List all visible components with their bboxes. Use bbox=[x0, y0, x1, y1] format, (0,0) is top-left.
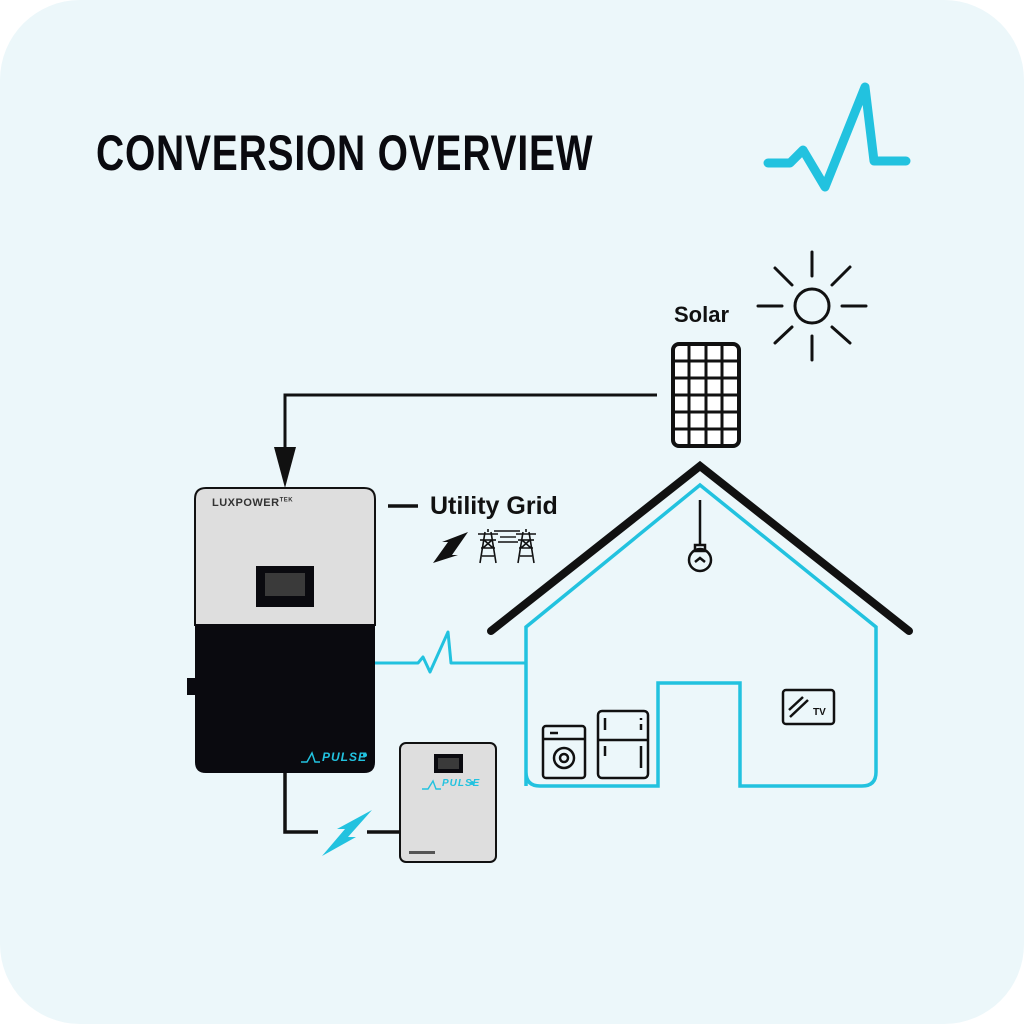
house bbox=[487, 460, 913, 788]
battery-product-logo: PULSE bbox=[442, 778, 481, 789]
inverter-brand: LUXPOWERTEK bbox=[212, 497, 294, 509]
pulse-wave-icon bbox=[763, 82, 911, 192]
page-title: CONVERSION OVERVIEW bbox=[96, 125, 594, 181]
power-tower-icon bbox=[478, 529, 498, 564]
tv-icon bbox=[781, 688, 836, 726]
power-tower-icon bbox=[516, 529, 536, 564]
power-lines bbox=[494, 530, 520, 543]
solar-panel-icon bbox=[671, 342, 741, 448]
solar-label: Solar bbox=[674, 302, 730, 327]
inverter-to-battery-connection bbox=[283, 773, 399, 856]
washing-machine-icon bbox=[541, 724, 587, 780]
light-bulb-icon bbox=[687, 500, 713, 573]
lightning-icon bbox=[322, 810, 372, 856]
inverter-unit bbox=[187, 487, 376, 773]
refrigerator-icon bbox=[596, 709, 650, 780]
utility-grid-label: Utility Grid bbox=[430, 492, 558, 520]
sun-icon bbox=[756, 250, 868, 362]
inverter-product-logo: PULSE bbox=[322, 750, 368, 764]
battery-unit bbox=[399, 742, 497, 863]
tv-label: TV bbox=[813, 707, 826, 718]
inverter-to-house-connection bbox=[375, 630, 526, 674]
lightning-icon bbox=[433, 532, 468, 563]
solar-to-inverter-connection bbox=[274, 393, 657, 488]
